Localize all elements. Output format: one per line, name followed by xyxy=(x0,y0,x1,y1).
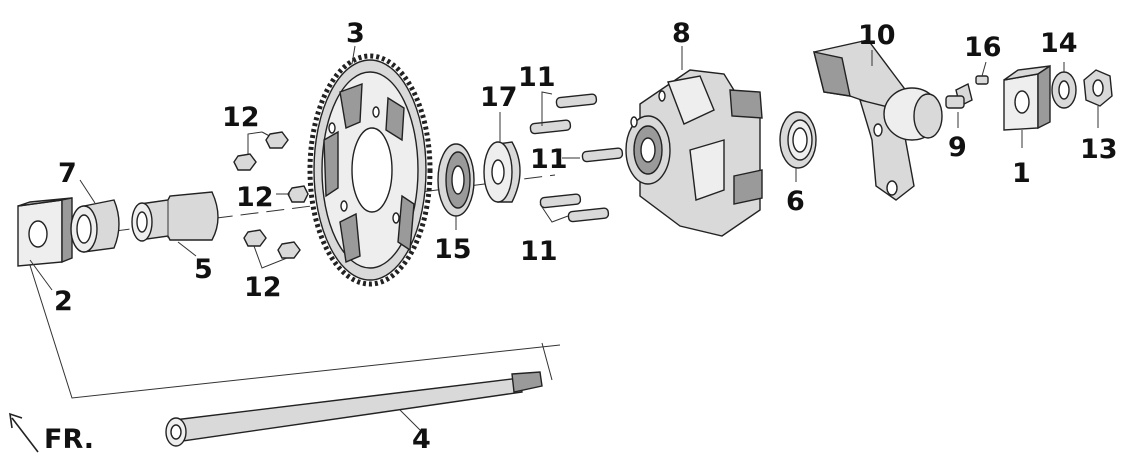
label-part-11-bottom: 11 xyxy=(520,236,558,267)
front-direction-label: FR. xyxy=(44,424,94,455)
label-part-9: 9 xyxy=(948,132,967,163)
label-part-10: 10 xyxy=(858,20,896,51)
part-17-spacer-ring xyxy=(483,112,521,203)
label-part-12-bottom: 12 xyxy=(244,272,282,303)
part-2-chain-adjuster xyxy=(17,197,73,291)
part-14-washer xyxy=(1051,62,1077,109)
part-7-collar xyxy=(70,179,120,253)
label-part-17: 17 xyxy=(480,82,518,113)
part-12-nuts xyxy=(233,131,309,269)
label-part-12-top: 12 xyxy=(222,102,260,133)
part-11-studs xyxy=(529,91,624,223)
part-3-sprocket xyxy=(307,45,433,287)
part-4-axle xyxy=(165,371,543,447)
label-part-8: 8 xyxy=(672,18,691,49)
part-6-seal xyxy=(779,111,817,182)
label-part-12-middle: 12 xyxy=(236,182,274,213)
label-part-15: 15 xyxy=(434,234,472,265)
front-direction-arrow-icon xyxy=(9,412,39,453)
label-part-2: 2 xyxy=(54,286,73,317)
part-13-axle-nut xyxy=(1083,69,1113,128)
label-part-13: 13 xyxy=(1080,134,1118,165)
part-15-bearing xyxy=(437,143,475,230)
label-part-4: 4 xyxy=(412,424,431,455)
label-part-3: 3 xyxy=(346,18,365,49)
part-10-caliper-bracket xyxy=(813,39,943,201)
label-part-7: 7 xyxy=(58,158,77,189)
part-1-block xyxy=(1003,64,1051,148)
label-part-6: 6 xyxy=(786,186,805,217)
part-5-axle-spacer xyxy=(131,191,219,257)
part-8-hub xyxy=(625,46,763,237)
label-part-11-top: 11 xyxy=(518,62,556,93)
label-part-14: 14 xyxy=(1040,28,1078,59)
label-part-5: 5 xyxy=(194,254,213,285)
label-part-11-middle: 11 xyxy=(530,144,568,175)
part-9-16-pins xyxy=(945,61,989,128)
label-part-1: 1 xyxy=(1012,158,1031,189)
part-labels: 1 2 3 4 5 6 7 8 9 10 11 11 11 12 12 12 1… xyxy=(44,18,1118,455)
label-part-16: 16 xyxy=(964,32,1002,63)
